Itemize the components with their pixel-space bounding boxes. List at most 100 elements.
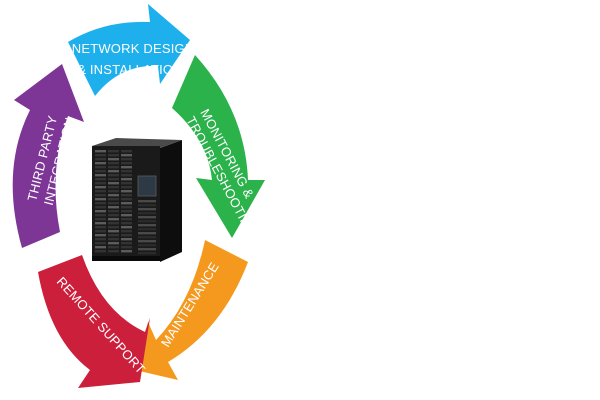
rack-unit-slot (121, 222, 132, 225)
rack-unit-slot (108, 170, 119, 173)
rack-unit-slot (108, 238, 119, 241)
rack-unit-slot (108, 150, 119, 153)
rack-unit-slot (95, 226, 106, 229)
rack-unit-slot (108, 230, 119, 233)
rack-unit-slot (95, 190, 106, 193)
rack-unit-slot (108, 198, 119, 201)
arrow-remote-support: REMOTE SUPPORT (38, 255, 150, 388)
network-design-line-2: & INSTALLATION (77, 62, 183, 77)
rack-unit-slot (95, 174, 106, 177)
rack-unit-slot (95, 162, 106, 165)
rack-unit-slot (138, 200, 156, 203)
rack-unit-slot (121, 182, 132, 185)
rack-unit-slot (121, 170, 132, 173)
rack-unit-slot (121, 238, 132, 241)
rack-unit-slot (121, 246, 132, 249)
rack-unit-slot (121, 242, 132, 245)
rack-unit-slot (138, 212, 156, 215)
rack-top-panel (92, 138, 182, 148)
rack-unit-slot (108, 210, 119, 213)
rack-unit-slot (108, 226, 119, 229)
rack-unit-slot (95, 242, 106, 245)
rack-unit-slot (138, 228, 156, 231)
rack-unit-slot (121, 174, 132, 177)
rack-unit-slot (95, 170, 106, 173)
rack-unit-slot (108, 174, 119, 177)
rack-unit-slot (95, 238, 106, 241)
rack-unit-slot (121, 234, 132, 237)
rack-unit-slot (95, 178, 106, 181)
rack-unit-slot (108, 182, 119, 185)
rack-unit-slot (108, 206, 119, 209)
rack-unit-slot (95, 166, 106, 169)
rack-unit-slot (108, 166, 119, 169)
rack-unit-slot (121, 206, 132, 209)
rack-unit-slot (121, 230, 132, 233)
rack-unit-slot (95, 182, 106, 185)
rack-unit-slot (108, 234, 119, 237)
rack-unit-slot (95, 186, 106, 189)
rack-unit-slot (121, 210, 132, 213)
rack-unit-slot (108, 214, 119, 217)
rack-unit-slot (95, 230, 106, 233)
rack-unit-slot (108, 218, 119, 221)
rack-unit-slot (95, 214, 106, 217)
rack-unit-slot (138, 204, 156, 207)
rack-unit-slot (108, 190, 119, 193)
rack-unit-slot (121, 166, 132, 169)
arrow-monitoring-shape (172, 55, 265, 238)
rack-unit-slot (108, 178, 119, 181)
rack-unit-slot (121, 158, 132, 161)
rack-unit-slot (95, 150, 106, 153)
rack-unit-slot (95, 210, 106, 213)
rack-unit-slot (121, 154, 132, 157)
rack-unit-slot (138, 232, 156, 235)
arrow-third-party: THIRD PARTY INTEGRATION (12, 64, 85, 248)
rack-unit-slot (138, 216, 156, 219)
rack-unit-slot (108, 222, 119, 225)
rack-unit-slot (121, 250, 132, 253)
rack-unit-slot (95, 218, 106, 221)
rack-units (95, 150, 156, 255)
rack-unit-slot (121, 190, 132, 193)
rack-unit-slot (95, 198, 106, 201)
rack-unit-slot (138, 224, 156, 227)
arrow-remote-support-shape (38, 255, 150, 388)
arrow-network-design-label: NETWORK DESIGN & INSTALLATION (72, 41, 199, 77)
rack-unit-slot (121, 198, 132, 201)
rack-base (92, 256, 160, 261)
rack-unit-slot (138, 244, 156, 247)
rack-unit-slot (121, 226, 132, 229)
rack-unit-slot (108, 154, 119, 157)
rack-unit-slot (95, 246, 106, 249)
arrow-third-party-shape (12, 64, 85, 248)
rack-unit-slot (138, 248, 156, 251)
rack-unit-slot (121, 162, 132, 165)
rack-unit-slot (108, 202, 119, 205)
rack-unit-slot (121, 186, 132, 189)
rack-monitor (137, 175, 157, 197)
rack-unit-slot (108, 250, 119, 253)
rack-unit-slot (138, 208, 156, 211)
rack-unit-slot (108, 186, 119, 189)
rack-unit-slot (138, 220, 156, 223)
rack-unit-slot (121, 194, 132, 197)
rack-unit-slot (95, 158, 106, 161)
rack-unit-slot (95, 234, 106, 237)
rack-unit-slot (95, 206, 106, 209)
rack-unit-slot (95, 250, 106, 253)
rack-unit-slot (108, 158, 119, 161)
rack-side-panel (160, 140, 182, 262)
network-design-line-1: NETWORK DESIGN (72, 41, 195, 56)
rack-unit-slot (108, 162, 119, 165)
rack-unit-slot (138, 236, 156, 239)
rack-unit-slot (121, 218, 132, 221)
rack-unit-slot (95, 222, 106, 225)
rack-unit-slot (121, 214, 132, 217)
rack-unit-slot (95, 154, 106, 157)
rack-unit-slot (108, 242, 119, 245)
arrow-maintenance-shape (135, 240, 248, 380)
arrow-network-design-shape (68, 4, 190, 96)
rack-unit-slot (95, 202, 106, 205)
